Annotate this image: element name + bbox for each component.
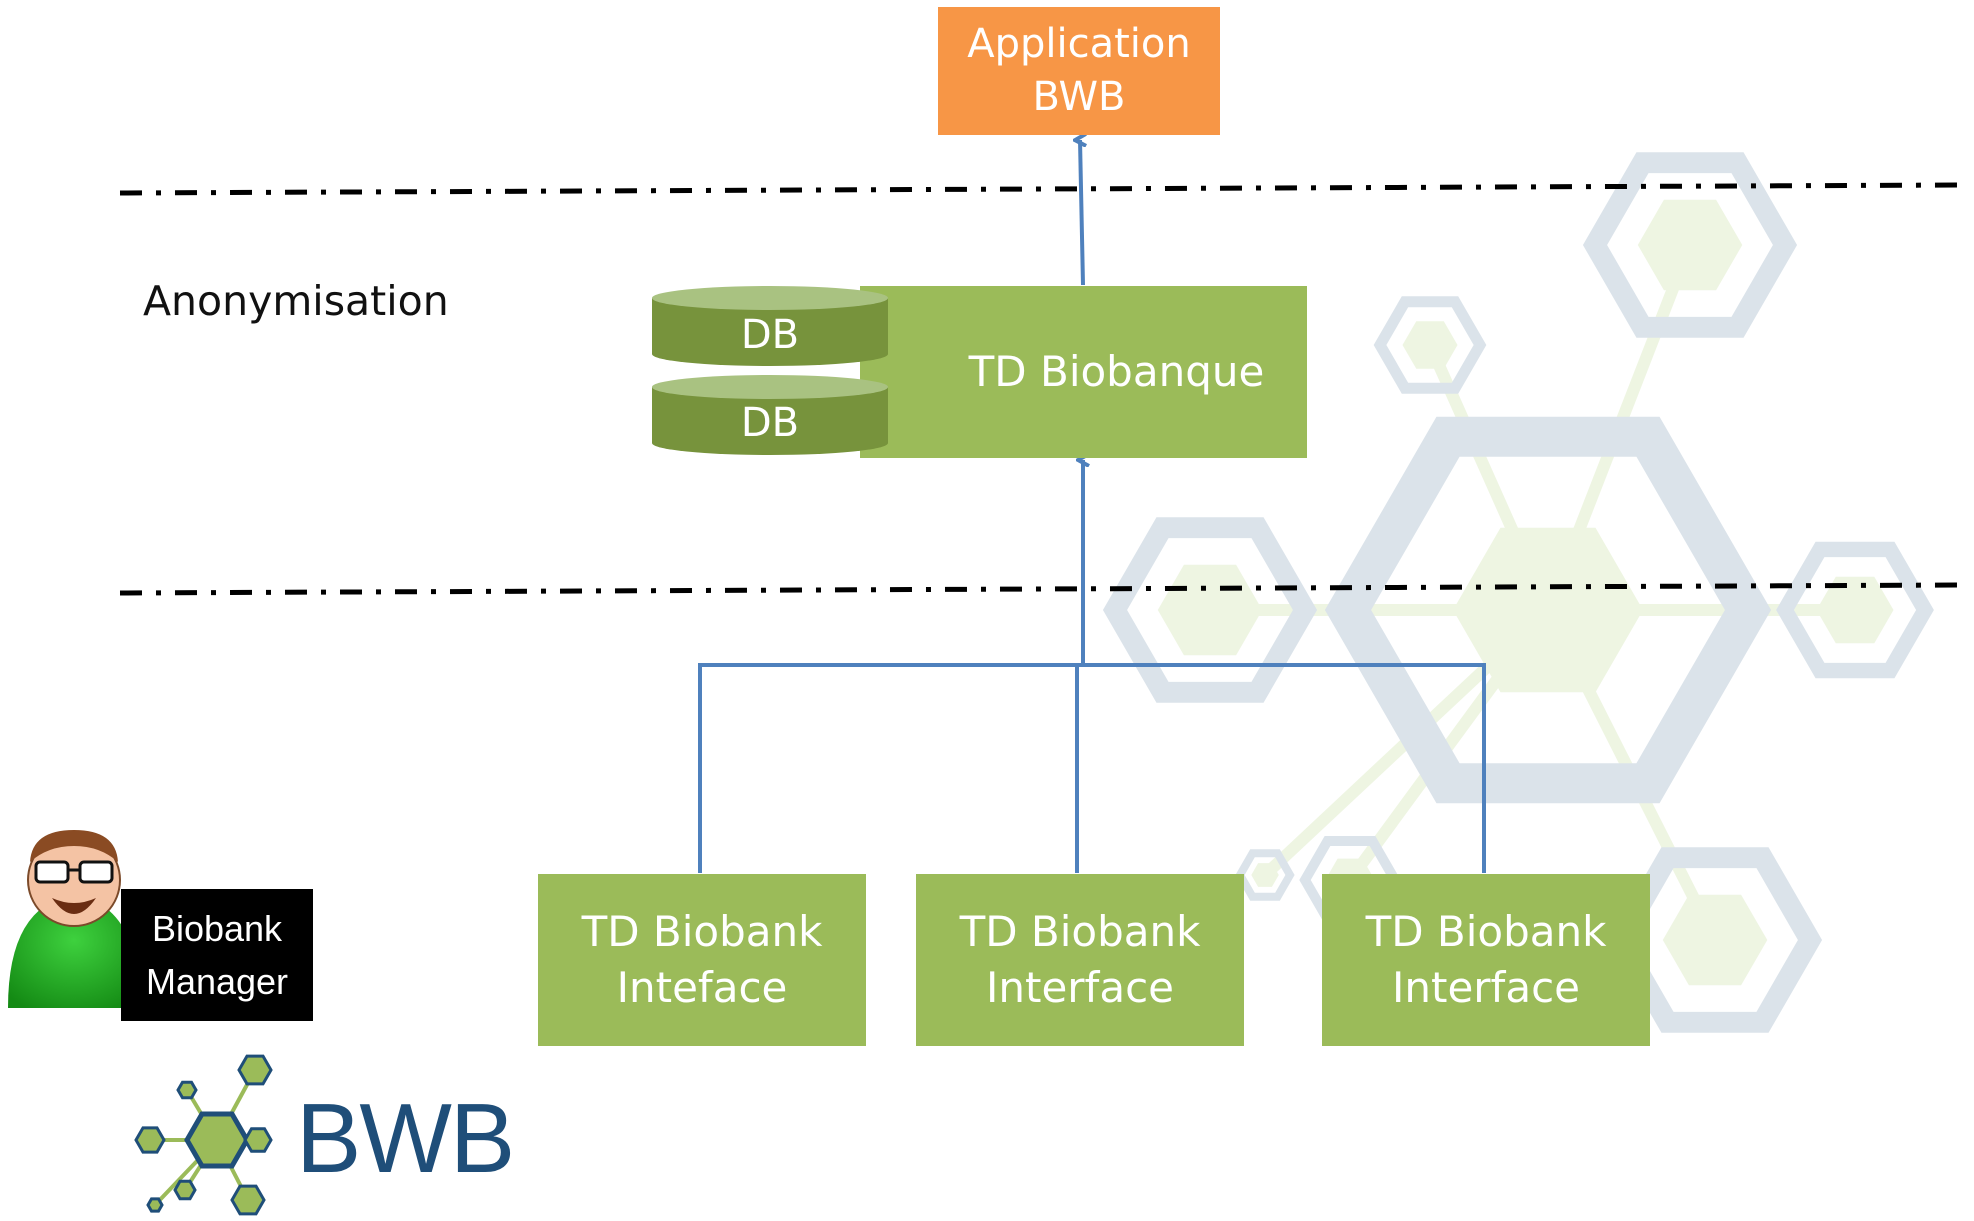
database-icon-bottom <box>652 375 888 455</box>
database-icon-top <box>652 286 888 366</box>
separator-line-bottom <box>119 582 1961 596</box>
td-biobank-interface-3: TD Biobank Interface <box>1322 874 1650 1046</box>
bwb-logo-text: BWB <box>296 1083 515 1193</box>
interface-2-line2: Interface <box>985 963 1175 1012</box>
td-biobank-interface-1: TD Biobank Inteface <box>538 874 866 1046</box>
interface-1-line2: Inteface <box>616 963 788 1012</box>
interface-3-line2: Interface <box>1391 963 1581 1012</box>
anonymisation-label: Anonymisation <box>143 277 449 325</box>
separator-line-top <box>119 182 1961 196</box>
db-label-top: DB <box>740 312 800 358</box>
td-biobanque-label: TD Biobanque <box>968 347 1265 397</box>
application-label-line2: BWB <box>1032 74 1126 120</box>
biobank-manager-line2: Manager <box>145 961 289 1002</box>
biobank-manager-label: Biobank Manager <box>121 889 313 1021</box>
application-label-line1: Application <box>967 20 1191 67</box>
interface-1-line1: TD Biobank <box>581 907 823 957</box>
td-biobank-interface-2: TD Biobank Interface <box>916 874 1244 1046</box>
interface-2-line1: TD Biobank <box>959 907 1201 957</box>
interface-3-line1: TD Biobank <box>1365 907 1607 957</box>
arrow-biobanque-to-application <box>1080 140 1083 286</box>
connector-interfaces-bus <box>698 663 1486 873</box>
application-bwb-box: Application BWB <box>938 7 1220 135</box>
biobank-manager-line1: Biobank <box>151 907 283 949</box>
td-biobanque-box: TD Biobanque <box>860 286 1307 458</box>
db-label-bottom: DB <box>740 400 800 446</box>
